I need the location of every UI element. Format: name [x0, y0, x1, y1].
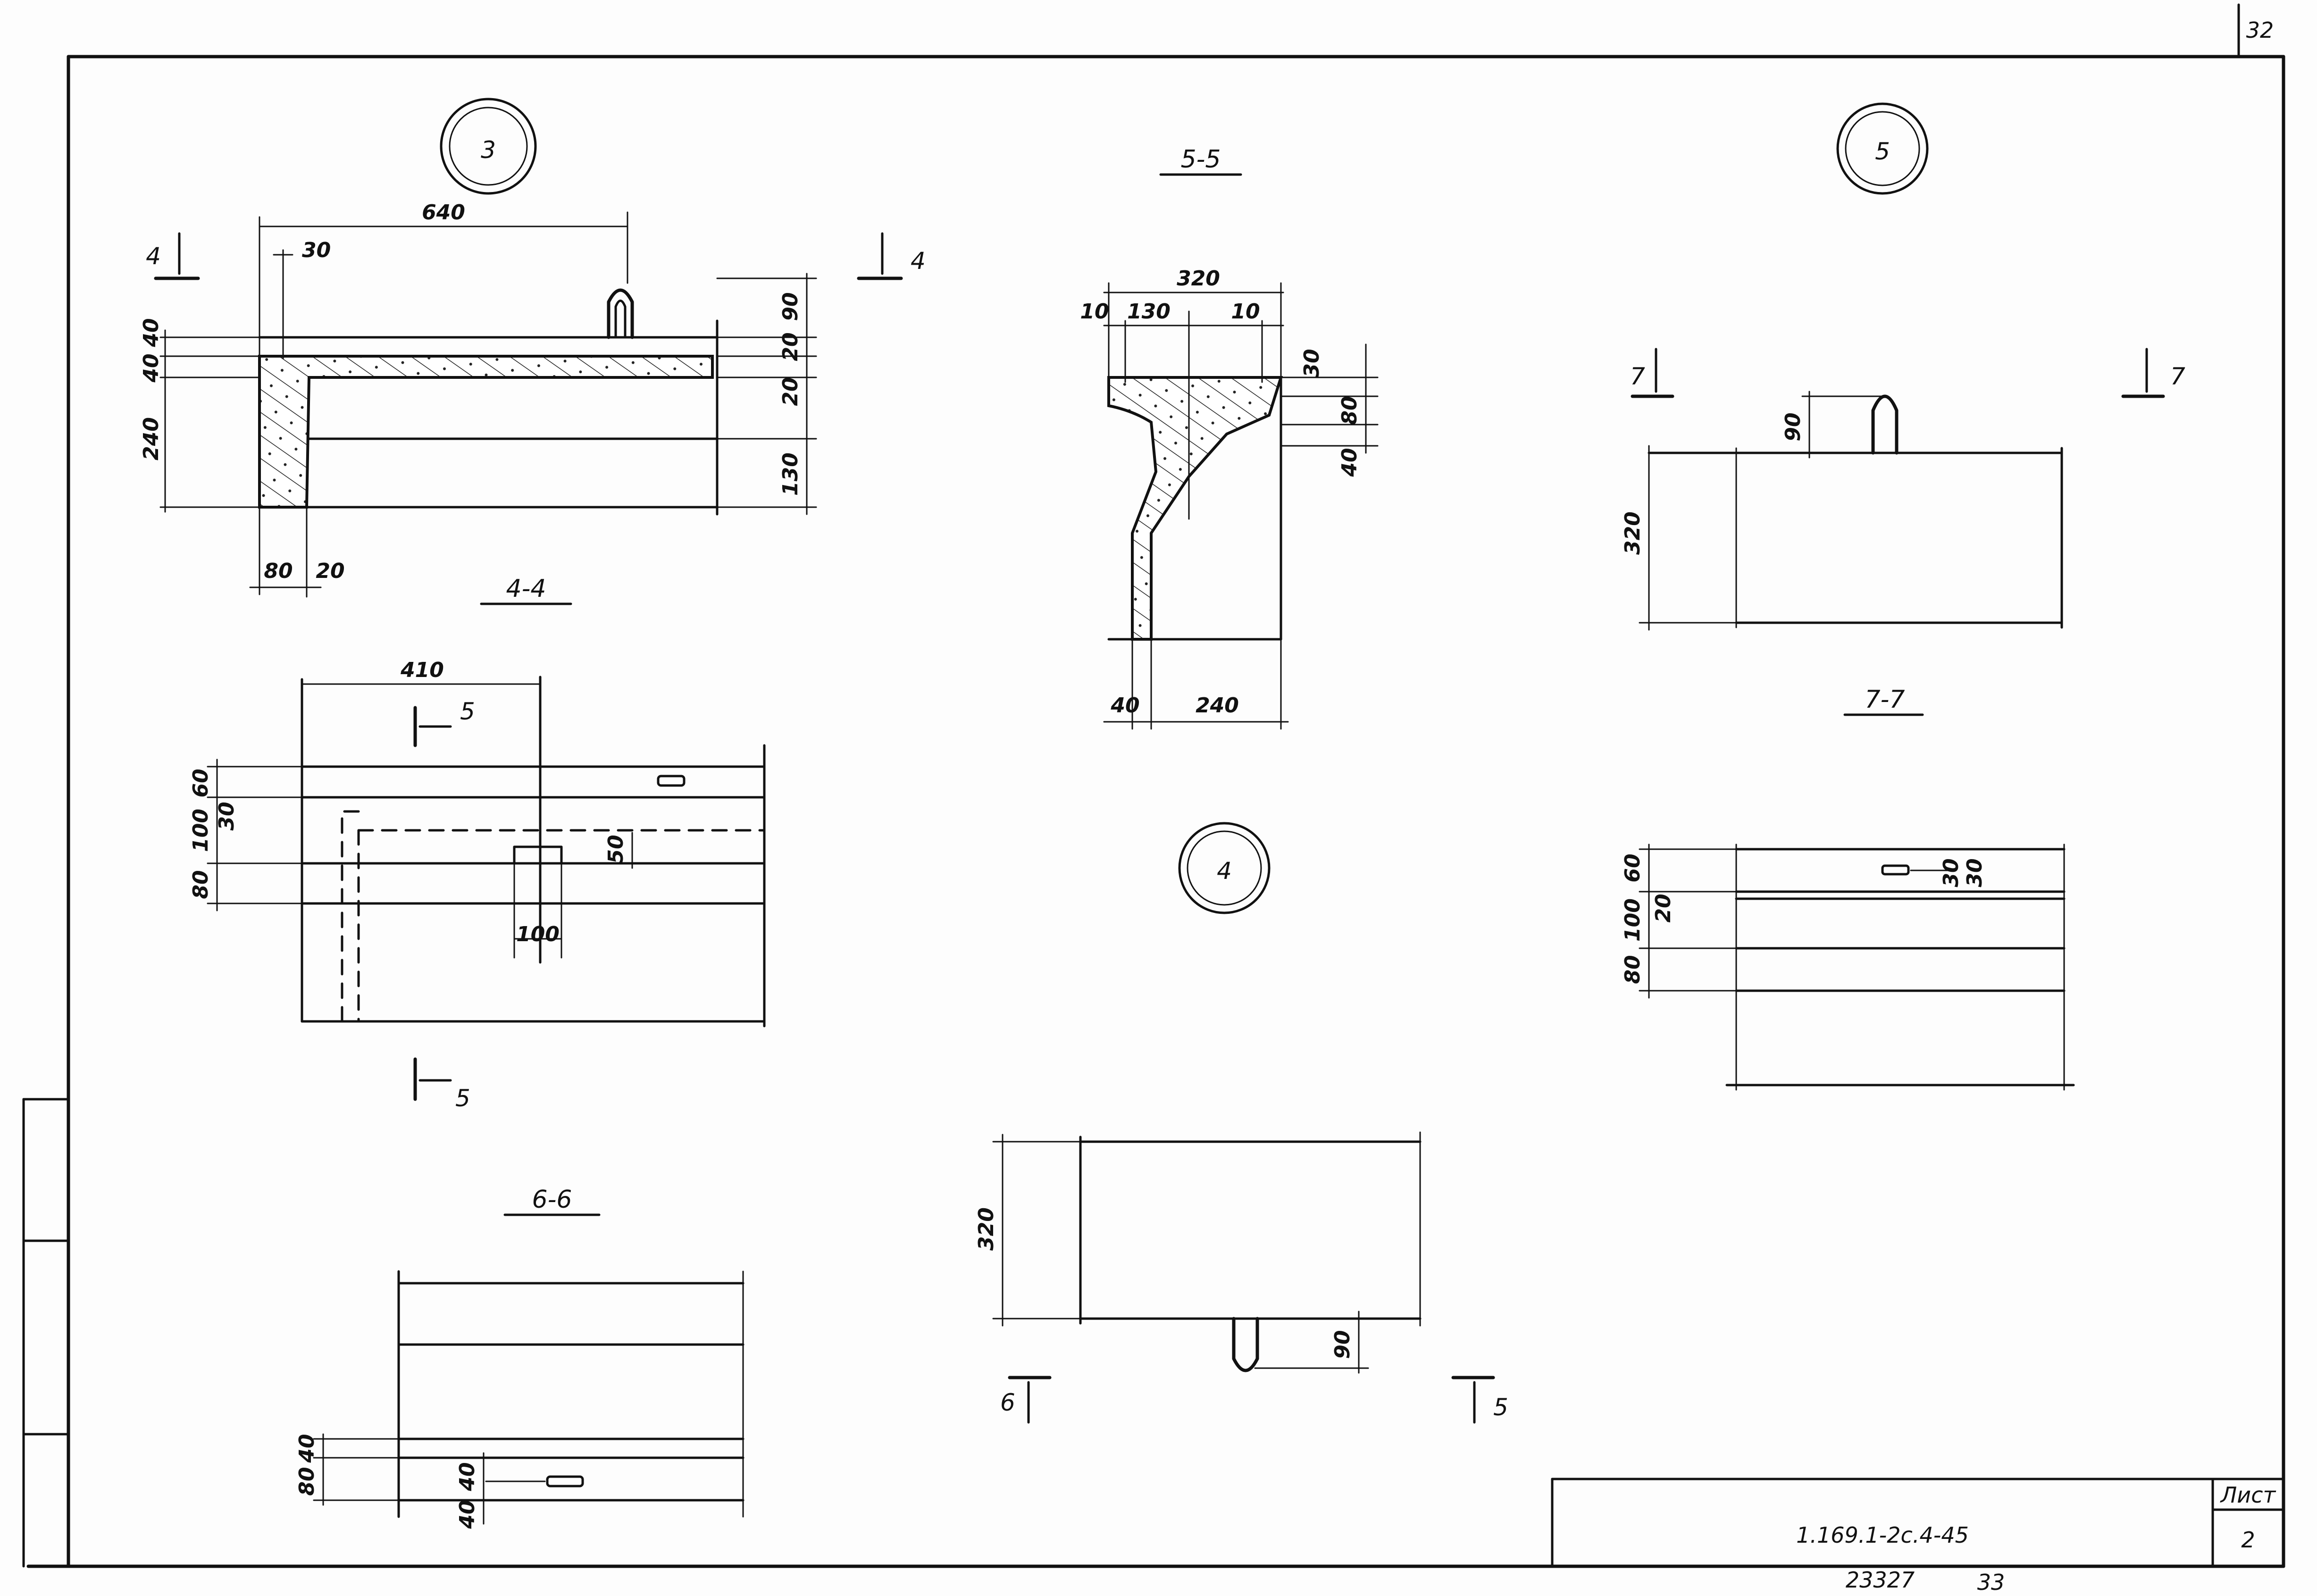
dim-20-right-1: 20	[778, 332, 803, 361]
dim-320: 320	[1177, 267, 1220, 291]
page-corner-number: 32	[2246, 17, 2274, 43]
dim-30b-77: 30	[1963, 858, 1987, 887]
sheet-number: 2	[2241, 1527, 2255, 1553]
node-3-view	[154, 98, 903, 605]
dim-240-bottom: 240	[1196, 694, 1239, 718]
section-4-4-title: 4-4	[506, 575, 546, 603]
dim-20: 20	[316, 559, 344, 583]
dim-80-77: 80	[1621, 955, 1645, 984]
cut-7-left: 7	[1630, 363, 1645, 390]
dim-100-77: 100	[1621, 898, 1645, 942]
dim-130-right: 130	[778, 452, 803, 496]
dim-80-66: 80	[295, 1467, 319, 1496]
inventory-number: 23327	[1846, 1567, 1915, 1593]
dim-80-plan: 80	[189, 870, 213, 899]
node-4-marker: 4	[1217, 857, 1232, 885]
dim-30a-77: 30	[1939, 858, 1963, 887]
dim-30-plan: 30	[215, 802, 239, 830]
sheet-frame	[22, 3, 2285, 1568]
dim-320-node4: 320	[974, 1207, 998, 1251]
dim-50: 50	[604, 835, 628, 863]
dim-80: 80	[264, 559, 293, 583]
dim-130: 130	[1127, 300, 1171, 324]
cut-5-bottom: 5	[455, 1085, 470, 1112]
section-5-5-title: 5-5	[1181, 145, 1221, 174]
section-6-6-title: 6-6	[532, 1186, 572, 1214]
cut-7-right: 7	[2170, 363, 2185, 390]
dim-410: 410	[400, 658, 444, 682]
dim-100-slot: 100	[516, 922, 560, 946]
cut-4-left: 4	[146, 242, 161, 270]
dim-40c-66: 40	[455, 1500, 479, 1529]
dim-100: 100	[189, 809, 213, 852]
dim-90-right: 90	[778, 292, 803, 321]
section-5-5	[1103, 173, 1379, 730]
dim-40-66: 40	[295, 1434, 319, 1463]
dim-40-right: 40	[1338, 448, 1362, 477]
dim-40a: 40	[139, 318, 163, 347]
stamp-number: 33	[1977, 1570, 2005, 1595]
dim-60-77: 60	[1621, 853, 1645, 882]
dim-40-bottom: 40	[1110, 694, 1139, 718]
dim-40b-66: 40	[455, 1462, 479, 1491]
dim-30: 30	[302, 238, 331, 262]
section-7-7-plan	[1639, 844, 2075, 1091]
dim-240: 240	[139, 417, 163, 460]
dim-20-right-2: 20	[778, 377, 803, 406]
dim-20-77: 20	[1651, 894, 1675, 922]
node-4-view	[992, 822, 1495, 1424]
dim-10a: 10	[1080, 300, 1109, 324]
section-6-6-plan	[313, 1213, 744, 1525]
dim-10b: 10	[1231, 300, 1260, 324]
dim-640: 640	[422, 201, 465, 225]
dim-30-right: 30	[1300, 349, 1324, 377]
cut-5-lower: 5	[1493, 1394, 1508, 1421]
cut-4-right: 4	[911, 247, 926, 275]
node-5-marker: 5	[1875, 138, 1890, 165]
dim-90-node5: 90	[1781, 412, 1805, 441]
dim-60: 60	[189, 769, 213, 797]
document-code: 1.169.1-2с.4-45	[1796, 1522, 1969, 1548]
dim-90-node4: 90	[1330, 1330, 1355, 1359]
sheet-label: Лист	[2220, 1482, 2276, 1508]
section-7-7-title: 7-7	[1865, 685, 1905, 714]
dim-40b: 40	[139, 353, 163, 383]
cut-5-top: 5	[460, 698, 475, 725]
node-5-view	[1631, 102, 2165, 716]
section-4-4-plan	[207, 676, 766, 1101]
cut-6: 6	[1000, 1389, 1015, 1416]
dim-80-right: 80	[1338, 396, 1362, 425]
node-3-marker: 3	[481, 136, 496, 164]
dim-320-node5: 320	[1621, 511, 1645, 555]
